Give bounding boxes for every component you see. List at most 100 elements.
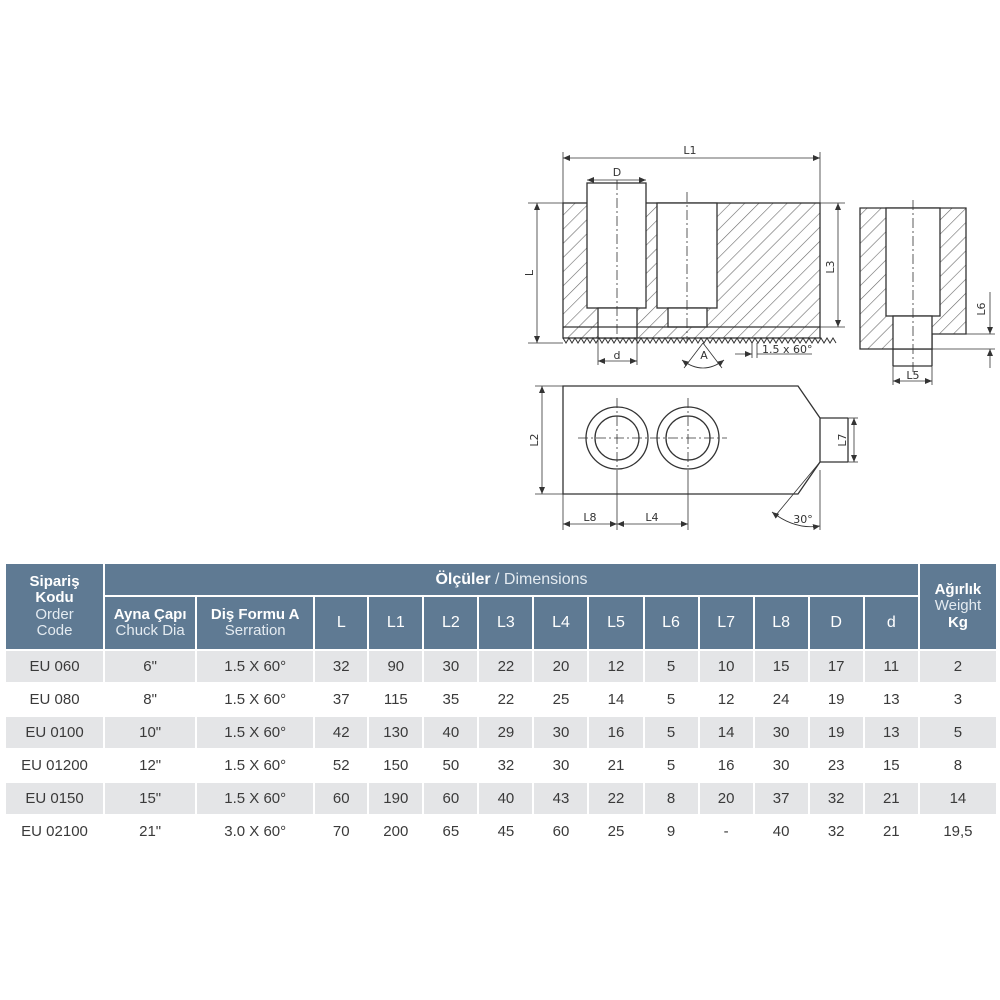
table-cell: 12 bbox=[589, 651, 643, 682]
front-section-hatch bbox=[563, 183, 820, 338]
table-cell: 19 bbox=[809, 717, 863, 748]
table-cell: 6" bbox=[105, 651, 196, 682]
order-code-header-en2: Code bbox=[36, 622, 73, 639]
order-code-header-en1: Order bbox=[35, 605, 74, 623]
table-cell: 40 bbox=[479, 783, 533, 814]
table-cell: 2 bbox=[919, 651, 996, 682]
table-cell: 1.5 X 60° bbox=[197, 717, 314, 748]
dimensions-header-sep: / bbox=[490, 570, 504, 588]
label-d-lower: d bbox=[614, 349, 621, 362]
table-cell: 115 bbox=[369, 684, 423, 715]
table-cell: 8 bbox=[644, 783, 698, 814]
table-cell: 20 bbox=[534, 651, 588, 682]
dimensions-table: Sipariş Kodu Order Code Ölçüler / Dimens… bbox=[4, 562, 998, 849]
table-cell: 11 bbox=[864, 651, 918, 682]
table-cell: 22 bbox=[479, 684, 533, 715]
table-cell: 22 bbox=[479, 651, 533, 682]
table-cell: 14 bbox=[699, 717, 753, 748]
serration-header: Diş Formu A Serration bbox=[197, 597, 314, 649]
table-cell: 15 bbox=[754, 651, 808, 682]
table-cell: 32 bbox=[809, 816, 863, 847]
table-cell: 40 bbox=[754, 816, 808, 847]
table-cell: 21" bbox=[105, 816, 196, 847]
table-cell: 150 bbox=[369, 750, 423, 781]
dim-header-l3: L3 bbox=[479, 597, 533, 649]
table-cell: EU 0100 bbox=[6, 717, 104, 748]
label-l6: L6 bbox=[975, 302, 988, 315]
top-view bbox=[535, 385, 858, 531]
table-cell: 5 bbox=[644, 684, 698, 715]
front-view bbox=[528, 152, 845, 369]
chuck-dia-header: Ayna Çapı Chuck Dia bbox=[105, 597, 196, 649]
dim-header-l2: L2 bbox=[424, 597, 478, 649]
table-cell: 8" bbox=[105, 684, 196, 715]
table-cell: 3 bbox=[919, 684, 996, 715]
chuck-dia-header-en: Chuck Dia bbox=[115, 622, 185, 639]
dim-header-l4: L4 bbox=[534, 597, 588, 649]
table-cell: 42 bbox=[315, 717, 368, 748]
table-cell: 130 bbox=[369, 717, 423, 748]
label-l7: L7 bbox=[836, 433, 849, 446]
table-cell: 19,5 bbox=[919, 816, 996, 847]
table-cell: 20 bbox=[699, 783, 753, 814]
table-cell: 17 bbox=[809, 651, 863, 682]
serration-header-tr: Diş Formu A bbox=[210, 605, 300, 623]
table-cell: 22 bbox=[589, 783, 643, 814]
table-cell: 190 bbox=[369, 783, 423, 814]
table-cell: 200 bbox=[369, 816, 423, 847]
dim-header-l: L bbox=[315, 597, 368, 649]
label-l1: L1 bbox=[683, 144, 696, 157]
weight-header-unit: Kg bbox=[947, 613, 968, 631]
label-l4: L4 bbox=[645, 511, 658, 524]
table-cell: 30 bbox=[754, 717, 808, 748]
table-cell: 15 bbox=[864, 750, 918, 781]
order-code-header-tr2: Kodu bbox=[35, 589, 74, 606]
top-view-labels: L2 L7 L8 L4 30° bbox=[528, 433, 849, 526]
table-cell: - bbox=[699, 816, 753, 847]
table-cell: 30 bbox=[534, 750, 588, 781]
table-cell: 12" bbox=[105, 750, 196, 781]
table-cell: 21 bbox=[589, 750, 643, 781]
label-d-upper: D bbox=[613, 166, 621, 179]
table-cell: 5 bbox=[644, 651, 698, 682]
label-l2: L2 bbox=[528, 433, 541, 446]
table-cell: 9 bbox=[644, 816, 698, 847]
table-cell: 35 bbox=[424, 684, 478, 715]
table-cell: 12 bbox=[699, 684, 753, 715]
serration-header-en: Serration bbox=[224, 622, 286, 639]
table-cell: EU 01200 bbox=[6, 750, 104, 781]
dim-header-l6: L6 bbox=[644, 597, 698, 649]
table-cell: 5 bbox=[644, 717, 698, 748]
table-cell: 37 bbox=[315, 684, 368, 715]
table-cell: 90 bbox=[369, 651, 423, 682]
table-cell: EU 080 bbox=[6, 684, 104, 715]
table-cell: 3.0 X 60° bbox=[197, 816, 314, 847]
dimensions-header-tr: Ölçüler bbox=[435, 570, 491, 588]
table-cell: 1.5 X 60° bbox=[197, 750, 314, 781]
table-cell: 40 bbox=[424, 717, 478, 748]
table-cell: 1.5 X 60° bbox=[197, 684, 314, 715]
label-angle-30: 30° bbox=[793, 513, 813, 526]
order-code-header: Sipariş Kodu Order Code bbox=[6, 564, 104, 649]
serration-teeth bbox=[562, 337, 837, 344]
dim-header-l8: L8 bbox=[754, 597, 808, 649]
table-cell: 5 bbox=[919, 717, 996, 748]
dim-header-l1: L1 bbox=[369, 597, 423, 649]
table-cell: EU 060 bbox=[6, 651, 104, 682]
side-section-hatch bbox=[860, 208, 966, 349]
side-view-labels: L5 L6 bbox=[906, 302, 988, 382]
table-cell: 37 bbox=[754, 783, 808, 814]
table-cell: 13 bbox=[864, 684, 918, 715]
table-cell: 19 bbox=[809, 684, 863, 715]
table-cell: 60 bbox=[534, 816, 588, 847]
table-cell: 29 bbox=[479, 717, 533, 748]
front-view-labels: L1 D L L3 d A 1.5 x 60° bbox=[523, 144, 837, 362]
table-cell: 52 bbox=[315, 750, 368, 781]
table-cell: 25 bbox=[589, 816, 643, 847]
weight-header-en: Weight bbox=[934, 597, 982, 615]
label-angle-a: A bbox=[700, 349, 708, 362]
